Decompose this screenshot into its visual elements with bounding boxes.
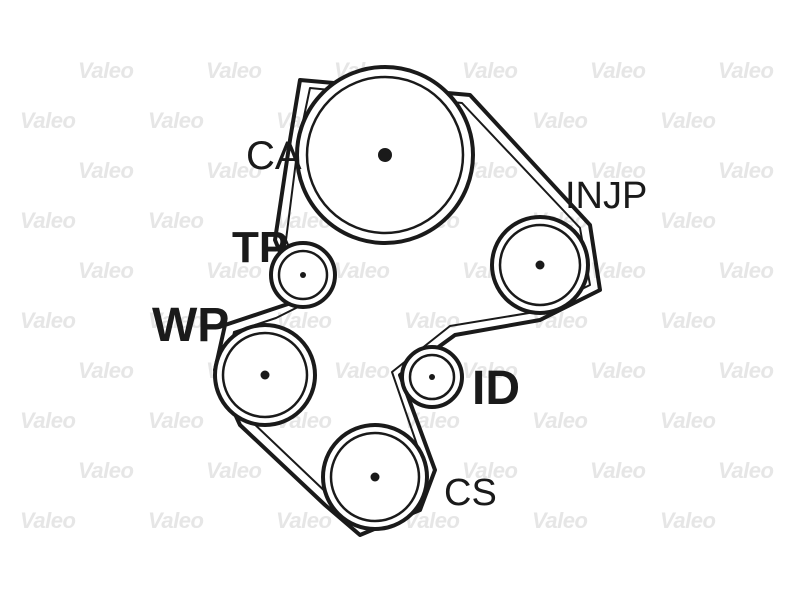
watermark-text: Valeo [206,458,262,483]
watermark-text: Valeo [590,458,646,483]
watermark-text: Valeo [660,308,716,333]
id-label: ID [472,362,520,415]
watermark-text: Valeo [20,408,76,433]
watermark-text: Valeo [148,408,204,433]
watermark-text: Valeo [78,358,134,383]
watermark-text: Valeo [590,158,646,183]
watermark-text: Valeo [532,408,588,433]
watermark-text: Valeo [78,58,134,83]
watermark-text: Valeo [206,158,262,183]
watermark-text: Valeo [660,208,716,233]
watermark-text: Valeo [78,158,134,183]
watermark-text: Valeo [718,458,774,483]
watermark-text: Valeo [20,208,76,233]
watermark-text: Valeo [462,458,518,483]
watermark-text: Valeo [660,508,716,533]
watermark-text: Valeo [78,458,134,483]
tp-label: TP [232,223,289,272]
watermark-text: Valeo [462,58,518,83]
ca-pulley [295,65,475,245]
watermark-text: Valeo [148,208,204,233]
cs-pulley [321,423,429,531]
watermark-text: Valeo [148,308,204,333]
id-pulley [400,345,464,409]
watermark-text: Valeo [334,358,390,383]
watermark-text: Valeo [78,258,134,283]
ca-label: CA [246,134,302,178]
watermark-text: Valeo [206,58,262,83]
injp-pulley [490,215,590,315]
tp-pulley [269,241,337,309]
watermark-text: Valeo [334,258,390,283]
watermark-text: Valeo [404,308,460,333]
watermark-text: Valeo [660,108,716,133]
watermark-text: Valeo [532,508,588,533]
watermark-text: Valeo [20,108,76,133]
watermark-text: Valeo [462,358,518,383]
watermark-text: Valeo [532,108,588,133]
watermark-text: Valeo [148,508,204,533]
wp-label: WP [152,299,230,352]
injp-label: INJP [565,175,648,217]
watermark-text: Valeo [590,358,646,383]
watermark-text: Valeo [148,108,204,133]
watermark-text: Valeo [590,58,646,83]
wp-pulley [213,323,317,427]
watermark-text: Valeo [718,258,774,283]
watermark-text: Valeo [20,508,76,533]
watermark-text: Valeo [718,358,774,383]
watermark-text: Valeo [276,508,332,533]
watermark-text: Valeo [718,158,774,183]
watermark-text: Valeo [20,308,76,333]
cs-label: CS [444,472,497,514]
watermark-text: Valeo [206,258,262,283]
watermark-text: Valeo [660,408,716,433]
watermark-text: Valeo [718,58,774,83]
